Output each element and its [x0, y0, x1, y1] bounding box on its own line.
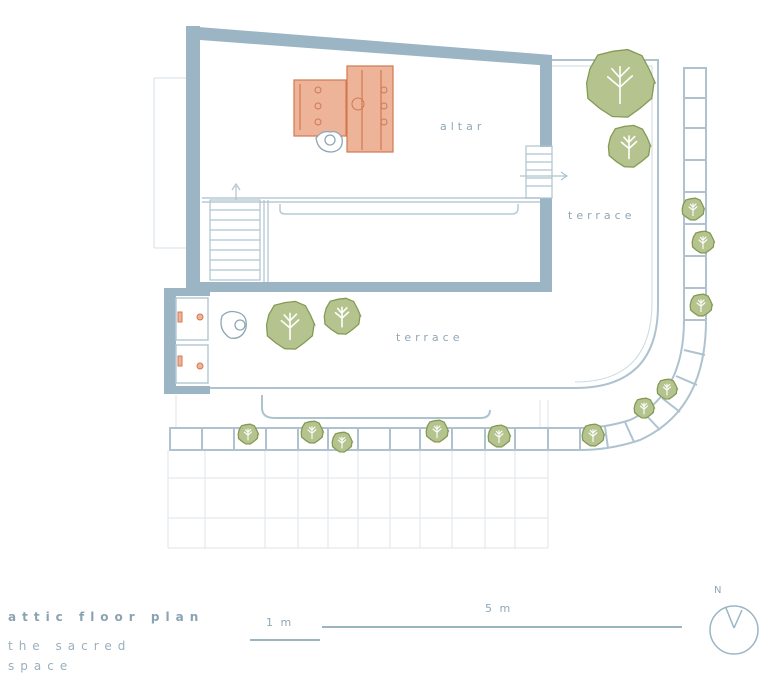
terrace-door-steps — [520, 145, 569, 199]
interior-rail — [202, 197, 540, 215]
curved-planter-dividers — [604, 349, 706, 449]
guide-lines — [153, 77, 186, 249]
walls — [164, 26, 552, 394]
tree-icon — [585, 48, 657, 118]
plan-subtitle: the sacred space — [8, 639, 132, 673]
shrub-icon — [681, 197, 706, 221]
shrub-icon — [487, 424, 512, 448]
service-cubicles — [175, 297, 209, 384]
shrub-icon — [581, 423, 606, 447]
scale-label-long: 5 m — [485, 602, 513, 615]
room-label-terrace-lower: terrace — [396, 331, 464, 344]
right-planter-boxes — [683, 67, 707, 321]
person-icon-lower — [220, 310, 247, 339]
lower-grid — [167, 395, 549, 549]
terrace-edge-inner — [552, 65, 653, 383]
shrub-icon — [633, 397, 656, 419]
shrub-icon — [656, 378, 679, 400]
stair-icon — [209, 182, 269, 282]
tree-icon — [323, 297, 362, 335]
north-label: N — [714, 585, 722, 596]
shrub-icon — [691, 230, 716, 254]
bottom-planter-boxes — [169, 427, 581, 451]
tree-icon — [265, 300, 316, 350]
trees — [237, 48, 716, 453]
service-fixtures — [177, 311, 204, 370]
shrub-icon — [331, 431, 354, 453]
terrace-edge — [210, 59, 659, 389]
shrub-icon — [300, 420, 325, 444]
altar-ornaments — [314, 86, 388, 126]
lower-bench — [261, 395, 491, 419]
scale-bar — [250, 626, 682, 641]
altar-furniture — [293, 65, 394, 153]
room-label-altar: altar — [440, 120, 486, 133]
room-label-terrace-upper: terrace — [568, 209, 636, 222]
scale-label-short: 1 m — [266, 616, 294, 629]
plan-title: attic floor plan — [8, 610, 205, 624]
person-icon — [315, 130, 343, 153]
shrub-icon — [689, 293, 714, 317]
shrub-icon — [237, 423, 260, 445]
north-arrow-icon — [709, 605, 759, 655]
shrub-icon — [425, 419, 450, 443]
tree-icon — [607, 124, 652, 168]
